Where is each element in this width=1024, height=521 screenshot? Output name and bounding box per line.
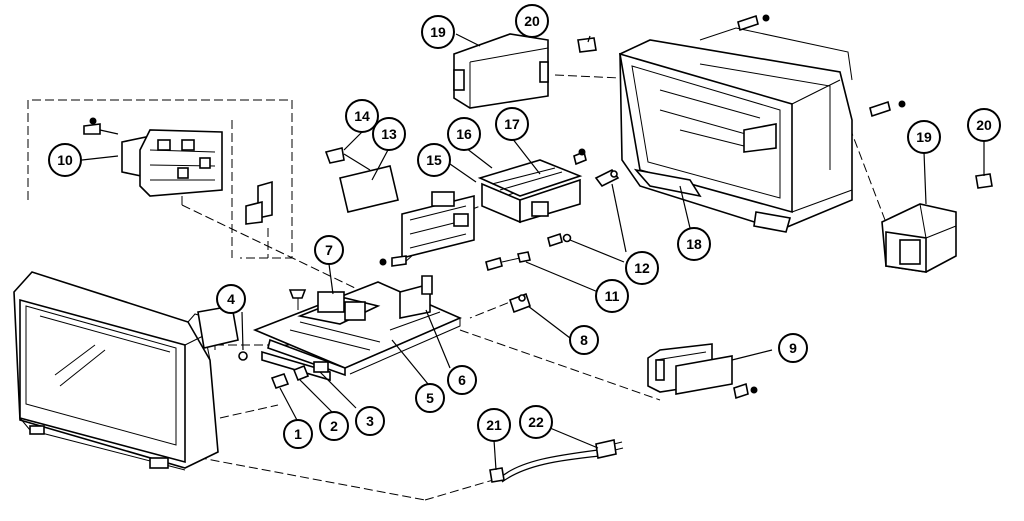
callout-10: 10 <box>49 144 81 176</box>
callout-9-label: 9 <box>789 340 797 356</box>
cable-11 <box>486 252 530 270</box>
callout-17-label: 17 <box>504 116 520 132</box>
callout-16: 16 <box>448 118 480 150</box>
callout-8: 8 <box>570 326 598 354</box>
clips-1-2 <box>272 366 308 388</box>
bracket-16-17 <box>480 149 586 222</box>
callout-15: 15 <box>418 144 450 176</box>
callout-6: 6 <box>448 366 476 394</box>
callout-17: 17 <box>496 108 528 140</box>
main-chassis <box>255 276 460 380</box>
board-15 <box>402 192 474 258</box>
screw-14 <box>326 148 370 170</box>
callout-20-top: 20 <box>516 5 548 37</box>
callout-19-right: 19 <box>908 121 940 153</box>
callout-21-label: 21 <box>486 417 502 433</box>
callout-4: 4 <box>217 285 245 313</box>
callout-6-label: 6 <box>458 372 466 388</box>
callout-5-label: 5 <box>426 390 434 406</box>
card-13 <box>340 166 398 212</box>
connector-8 <box>510 294 530 312</box>
callout-20-top-label: 20 <box>524 13 540 29</box>
callout-1: 1 <box>284 420 312 448</box>
cabinet-back-18 <box>620 28 852 232</box>
callout-20-right: 20 <box>968 109 1000 141</box>
power-cord <box>490 440 623 482</box>
callout-12-label: 12 <box>634 260 650 276</box>
back-cover-19-right <box>882 204 956 272</box>
callout-19-top-label: 19 <box>430 24 446 40</box>
callout-13-label: 13 <box>381 126 397 142</box>
callout-22: 22 <box>520 406 552 438</box>
callout-20-right-label: 20 <box>976 117 992 133</box>
callout-10-label: 10 <box>57 152 73 168</box>
callout-7-label: 7 <box>325 242 333 258</box>
callout-5: 5 <box>416 384 444 412</box>
callout-9: 9 <box>779 334 807 362</box>
callout-12: 12 <box>626 252 658 284</box>
leader-lines <box>82 34 984 470</box>
callout-3: 3 <box>356 407 384 435</box>
back-cover-19-top <box>454 34 548 108</box>
screw-15-bottom <box>380 256 406 266</box>
callout-22-label: 22 <box>528 414 544 430</box>
small-bracket <box>246 182 272 224</box>
callout-15-label: 15 <box>426 152 442 168</box>
callout-13: 13 <box>373 118 405 150</box>
callout-19-right-label: 19 <box>916 129 932 145</box>
callout-2: 2 <box>320 412 348 440</box>
callout-8-label: 8 <box>580 332 588 348</box>
callout-7: 7 <box>315 236 343 264</box>
callout-11: 11 <box>596 280 628 312</box>
callout-14-label: 14 <box>354 108 370 124</box>
tv-cabinet <box>14 272 218 470</box>
callout-19-top: 19 <box>422 16 454 48</box>
callout-2-label: 2 <box>330 418 338 434</box>
callout-18-label: 18 <box>686 236 702 252</box>
callout-18: 18 <box>678 228 710 260</box>
bracket-9 <box>648 344 757 398</box>
callout-21: 21 <box>478 409 510 441</box>
callout-11-label: 11 <box>605 288 620 304</box>
callout-16-label: 16 <box>456 126 472 142</box>
callout-14: 14 <box>346 100 378 132</box>
callout-1-label: 1 <box>294 426 302 442</box>
callout-4-label: 4 <box>227 291 235 307</box>
callout-3-label: 3 <box>366 413 374 429</box>
